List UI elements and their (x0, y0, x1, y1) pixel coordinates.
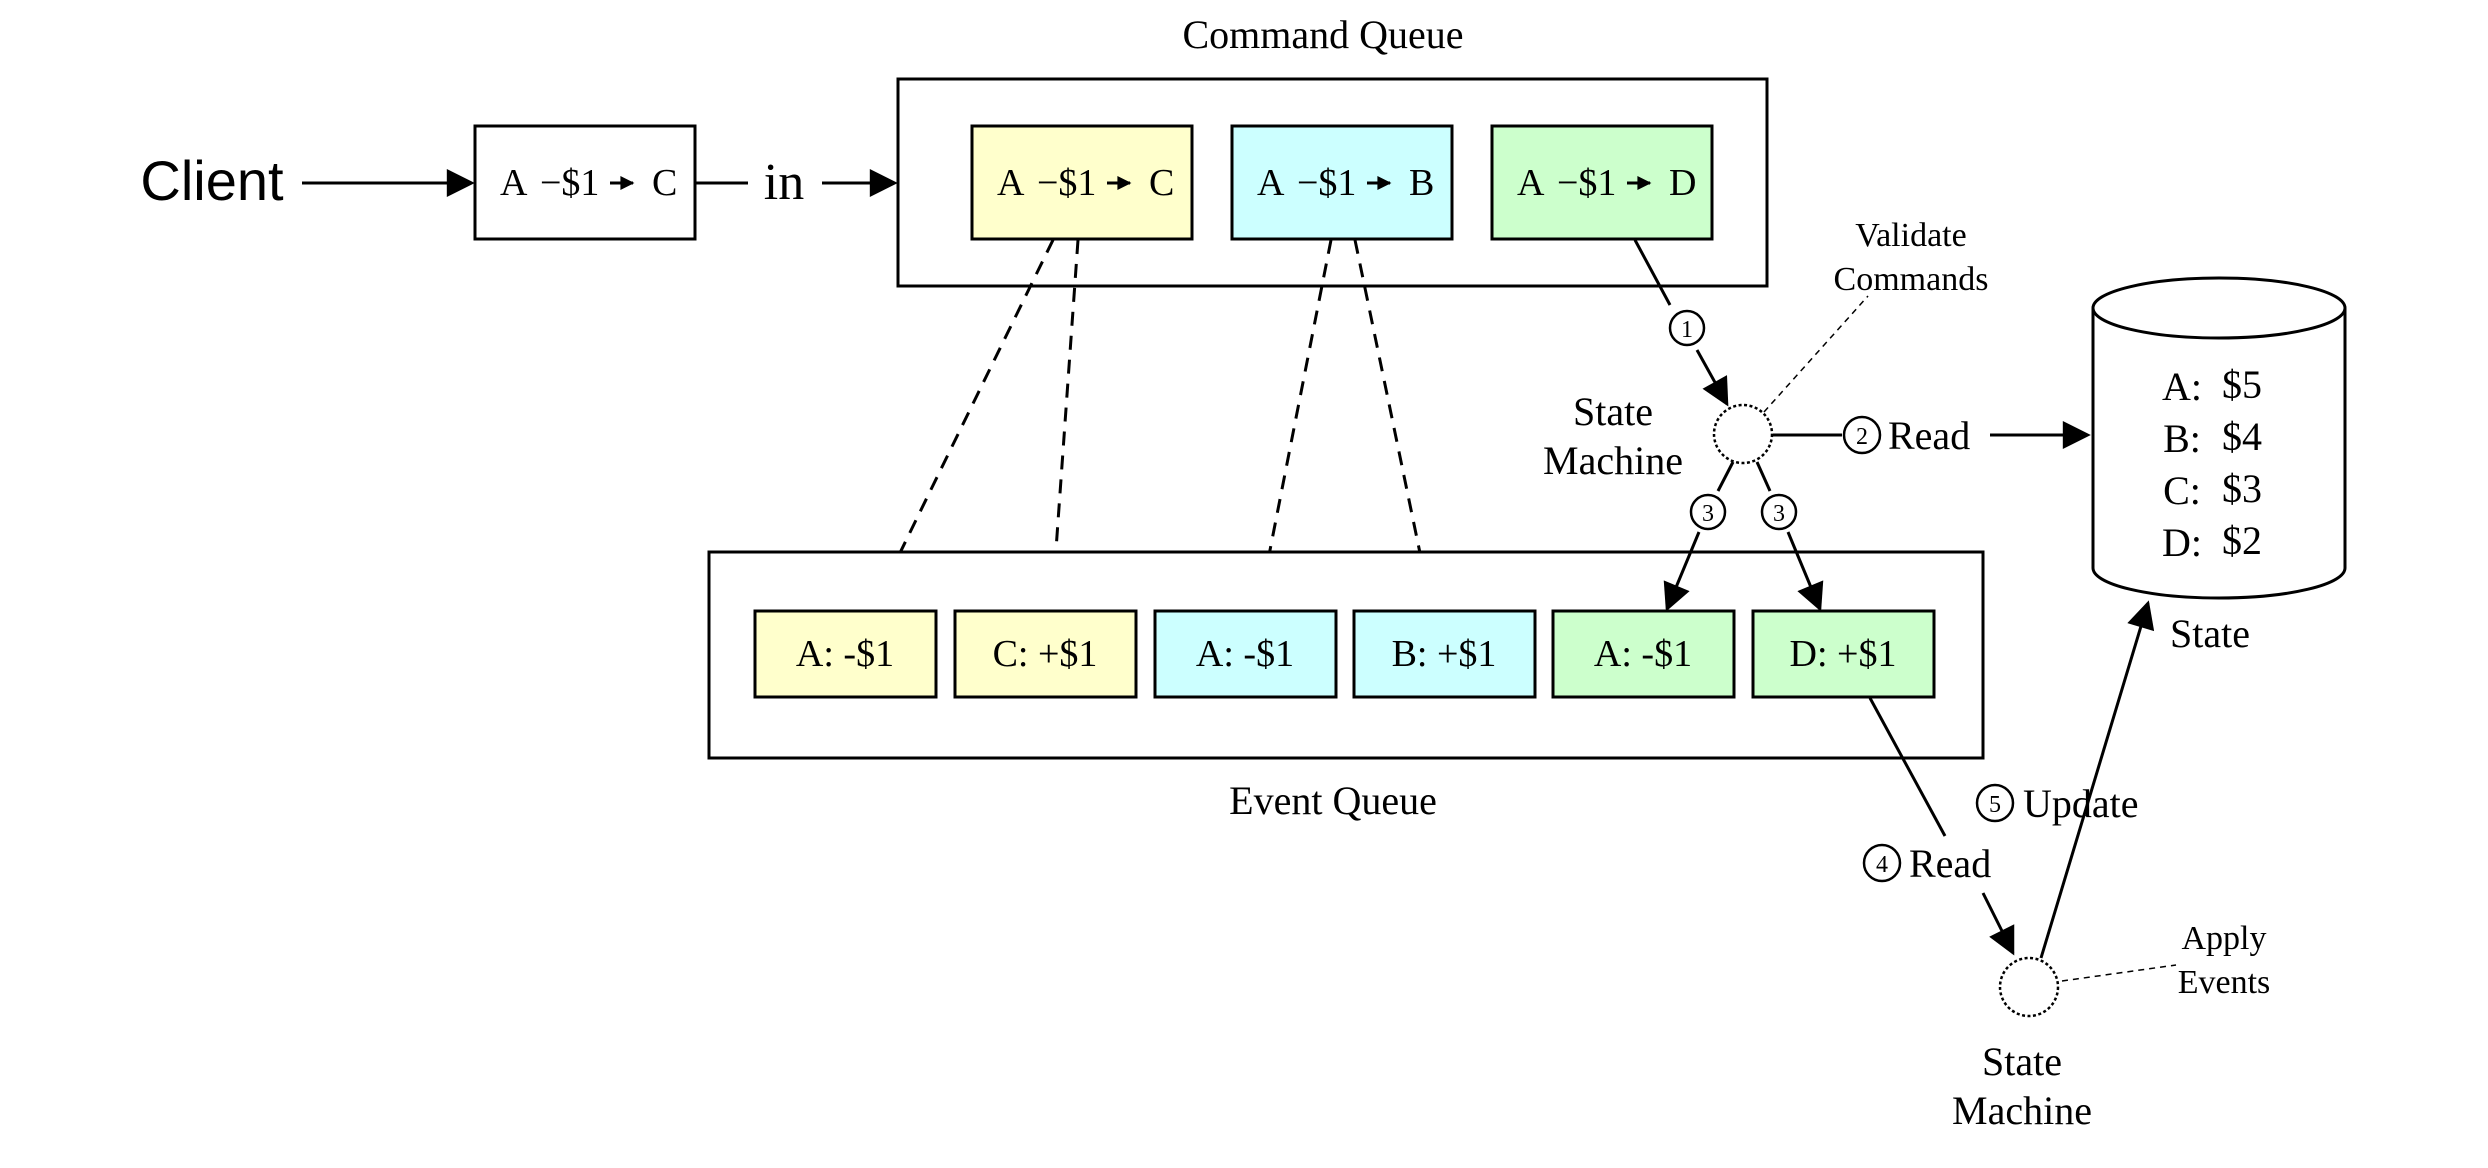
command-to: D (1669, 162, 1696, 204)
command-box-ac: A −$1 C (970, 124, 1194, 241)
state-balance-value: $2 (2222, 518, 2262, 563)
step4-arrow (1981, 892, 2015, 956)
event-label: A: -$1 (796, 633, 894, 675)
validate-note-1: Validate (1855, 217, 1966, 254)
command-from: A (1257, 162, 1285, 204)
derive-arrow-ac-c (1039, 239, 1080, 609)
state-machine-bottom-label-2: Machine (1952, 1088, 2092, 1133)
state-machine-bottom-node (1998, 956, 2060, 1018)
derive-arrow-ac-a (872, 239, 1055, 609)
state-balance-value: $4 (2222, 414, 2262, 459)
step1-number: 1 (1681, 317, 1693, 343)
event-label: A: -$1 (1196, 633, 1294, 675)
step3b-number: 3 (1773, 501, 1785, 527)
command-amount: −$1 (1297, 162, 1356, 204)
step2-number: 2 (1856, 424, 1868, 450)
step1-line-upper (1633, 239, 1672, 306)
step4-number: 4 (1876, 852, 1888, 878)
event-label: D: +$1 (1790, 633, 1897, 675)
state-machine-top-label-2: Machine (1543, 438, 1683, 483)
step5-badge (1975, 783, 2015, 823)
command-box-ad: A −$1 D (1490, 124, 1714, 241)
command-to: B (1409, 162, 1434, 204)
state-machine-top-label-1: State (1573, 389, 1653, 434)
command-box-ab: A −$1 B (1230, 124, 1454, 241)
state-machine-bottom-label-1: State (1982, 1039, 2062, 1084)
event-box: A: -$1 (1551, 609, 1736, 699)
step3b-line-upper (1755, 461, 1772, 492)
client-command-amount: −$1 (540, 162, 599, 204)
command-to: C (1149, 162, 1174, 204)
step4-badge (1862, 843, 1902, 883)
apply-note-leader (2061, 964, 2177, 982)
state-balance-value: $5 (2222, 362, 2262, 407)
step5-arrow (2039, 600, 2155, 959)
state-balance-value: $3 (2222, 466, 2262, 511)
step2-badge (1842, 415, 1882, 455)
client-label: Client (140, 149, 284, 212)
command-amount: −$1 (1037, 162, 1096, 204)
event-box: A: -$1 (1153, 609, 1338, 699)
step3b-arrow (1786, 531, 1824, 612)
state-machine-top-node (1712, 403, 1774, 465)
step5-number: 5 (1989, 792, 2001, 818)
command-amount: −$1 (1557, 162, 1616, 204)
state-store-title: State (2170, 611, 2250, 656)
apply-note-2: Events (2178, 964, 2271, 1001)
state-balance-key: C: (2163, 468, 2201, 513)
client-command-to: C (652, 162, 677, 204)
event-box: C: +$1 (953, 609, 1138, 699)
in-label: in (764, 154, 804, 211)
step3a-number: 3 (1702, 501, 1714, 527)
event-label: A: -$1 (1594, 633, 1692, 675)
step4-line-upper (1868, 697, 1947, 837)
command-from: A (1517, 162, 1545, 204)
state-store (2091, 276, 2347, 600)
state-balance-key: D: (2162, 520, 2202, 565)
event-box: A: -$1 (753, 609, 938, 699)
client-command-box: A −$1 C (473, 124, 697, 241)
step1-badge (1668, 309, 1706, 347)
step3a-line-upper (1716, 461, 1735, 492)
step1-arrow (1695, 349, 1729, 407)
state-balance-key: A: (2162, 364, 2202, 409)
event-queue-title: Event Queue (1229, 778, 1437, 823)
step5-label: Update (2023, 781, 2139, 826)
event-label: C: +$1 (993, 633, 1098, 675)
step2-label: Read (1888, 413, 1970, 458)
client-command-from: A (500, 162, 528, 204)
step3a-badge (1689, 493, 1727, 531)
command-queue-title: Command Queue (1182, 12, 1463, 57)
validate-note-leader (1763, 295, 1869, 413)
event-label: B: +$1 (1392, 633, 1497, 675)
state-balance-key: B: (2163, 416, 2201, 461)
step3a-arrow (1663, 531, 1701, 612)
command-from: A (997, 162, 1025, 204)
step4-label: Read (1909, 841, 1991, 886)
apply-note-1: Apply (2182, 920, 2267, 957)
event-box: D: +$1 (1751, 609, 1936, 699)
step3b-badge (1760, 493, 1798, 531)
validate-note-2: Commands (1834, 261, 1989, 298)
event-box: B: +$1 (1352, 609, 1537, 699)
